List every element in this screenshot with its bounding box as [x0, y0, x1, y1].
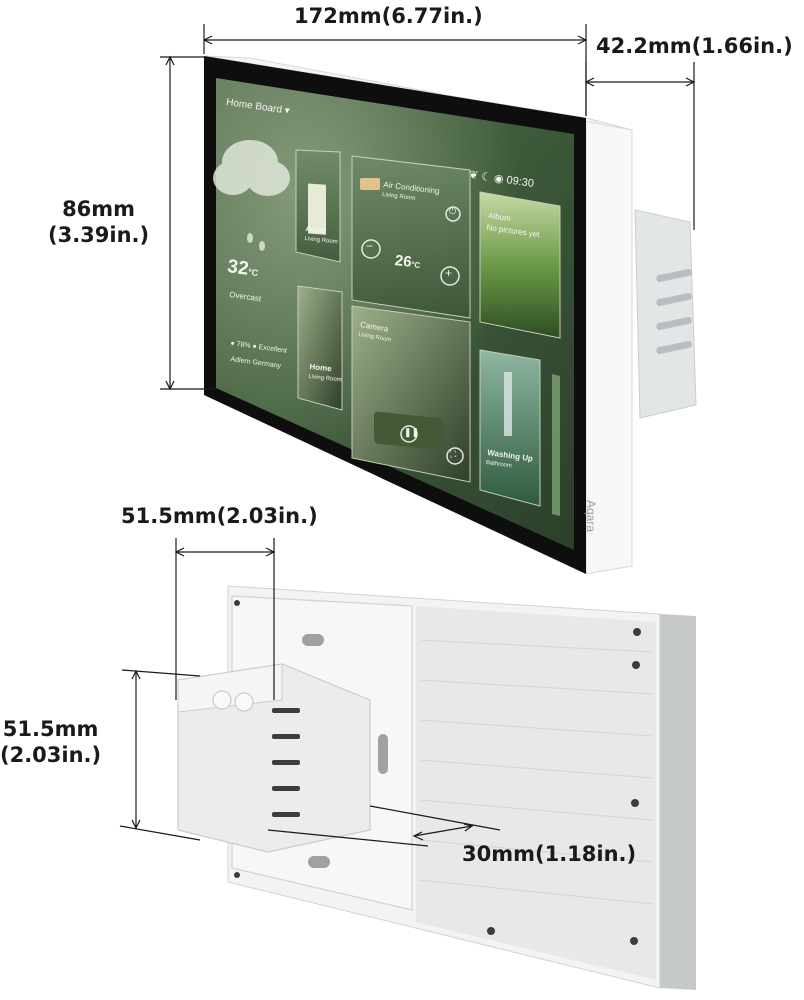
weather-temperature: 32°C [226, 256, 260, 282]
leaf-icon: ❦ [468, 168, 479, 183]
ac-temperature: 26°C [394, 252, 422, 272]
height-dimension-mm: 86mm [62, 197, 136, 221]
box-height-mm: 51.5mm [2, 717, 99, 741]
wifi-icon: ◉ [493, 172, 505, 186]
box-depth-dimension-label: 30mm(1.18in.) [462, 842, 637, 866]
weather-temp-unit: °C [247, 266, 259, 279]
height-dimension-in: (3.39in.) [48, 223, 150, 247]
ac-plus-button[interactable]: + [445, 266, 453, 280]
moon-icon: ☾ [480, 170, 492, 184]
air-quality-icon: ● [251, 343, 258, 351]
box-height-in: (2.03in.) [0, 743, 102, 767]
front-device-illustration [160, 24, 697, 575]
ac-power-icon[interactable]: ⏻ [449, 206, 457, 216]
ac-minus-button[interactable]: − [366, 239, 374, 253]
fullscreen-icon[interactable]: ⛶ [450, 449, 457, 459]
box-height-dimension-label: 51.5mm (2.03in.) [0, 716, 101, 768]
ac-temp-unit: °C [410, 259, 421, 271]
height-dimension-label: 86mm (3.39in.) [48, 196, 149, 248]
humidity-icon: ● [230, 340, 236, 348]
width-dimension-label: 172mm(6.77in.) [294, 4, 483, 28]
scene-card-away[interactable]: Away Living Room [304, 224, 339, 247]
pause-icon[interactable]: ❚❚ [404, 427, 420, 437]
scene-card-home[interactable]: Home Living Room [308, 362, 343, 385]
depth-dimension-label: 42.2mm(1.66in.) [596, 34, 793, 58]
box-width-dimension-label: 51.5mm(2.03in.) [121, 504, 318, 528]
chevron-down-icon: ▾ [281, 104, 291, 117]
back-device-illustration [119, 538, 696, 990]
